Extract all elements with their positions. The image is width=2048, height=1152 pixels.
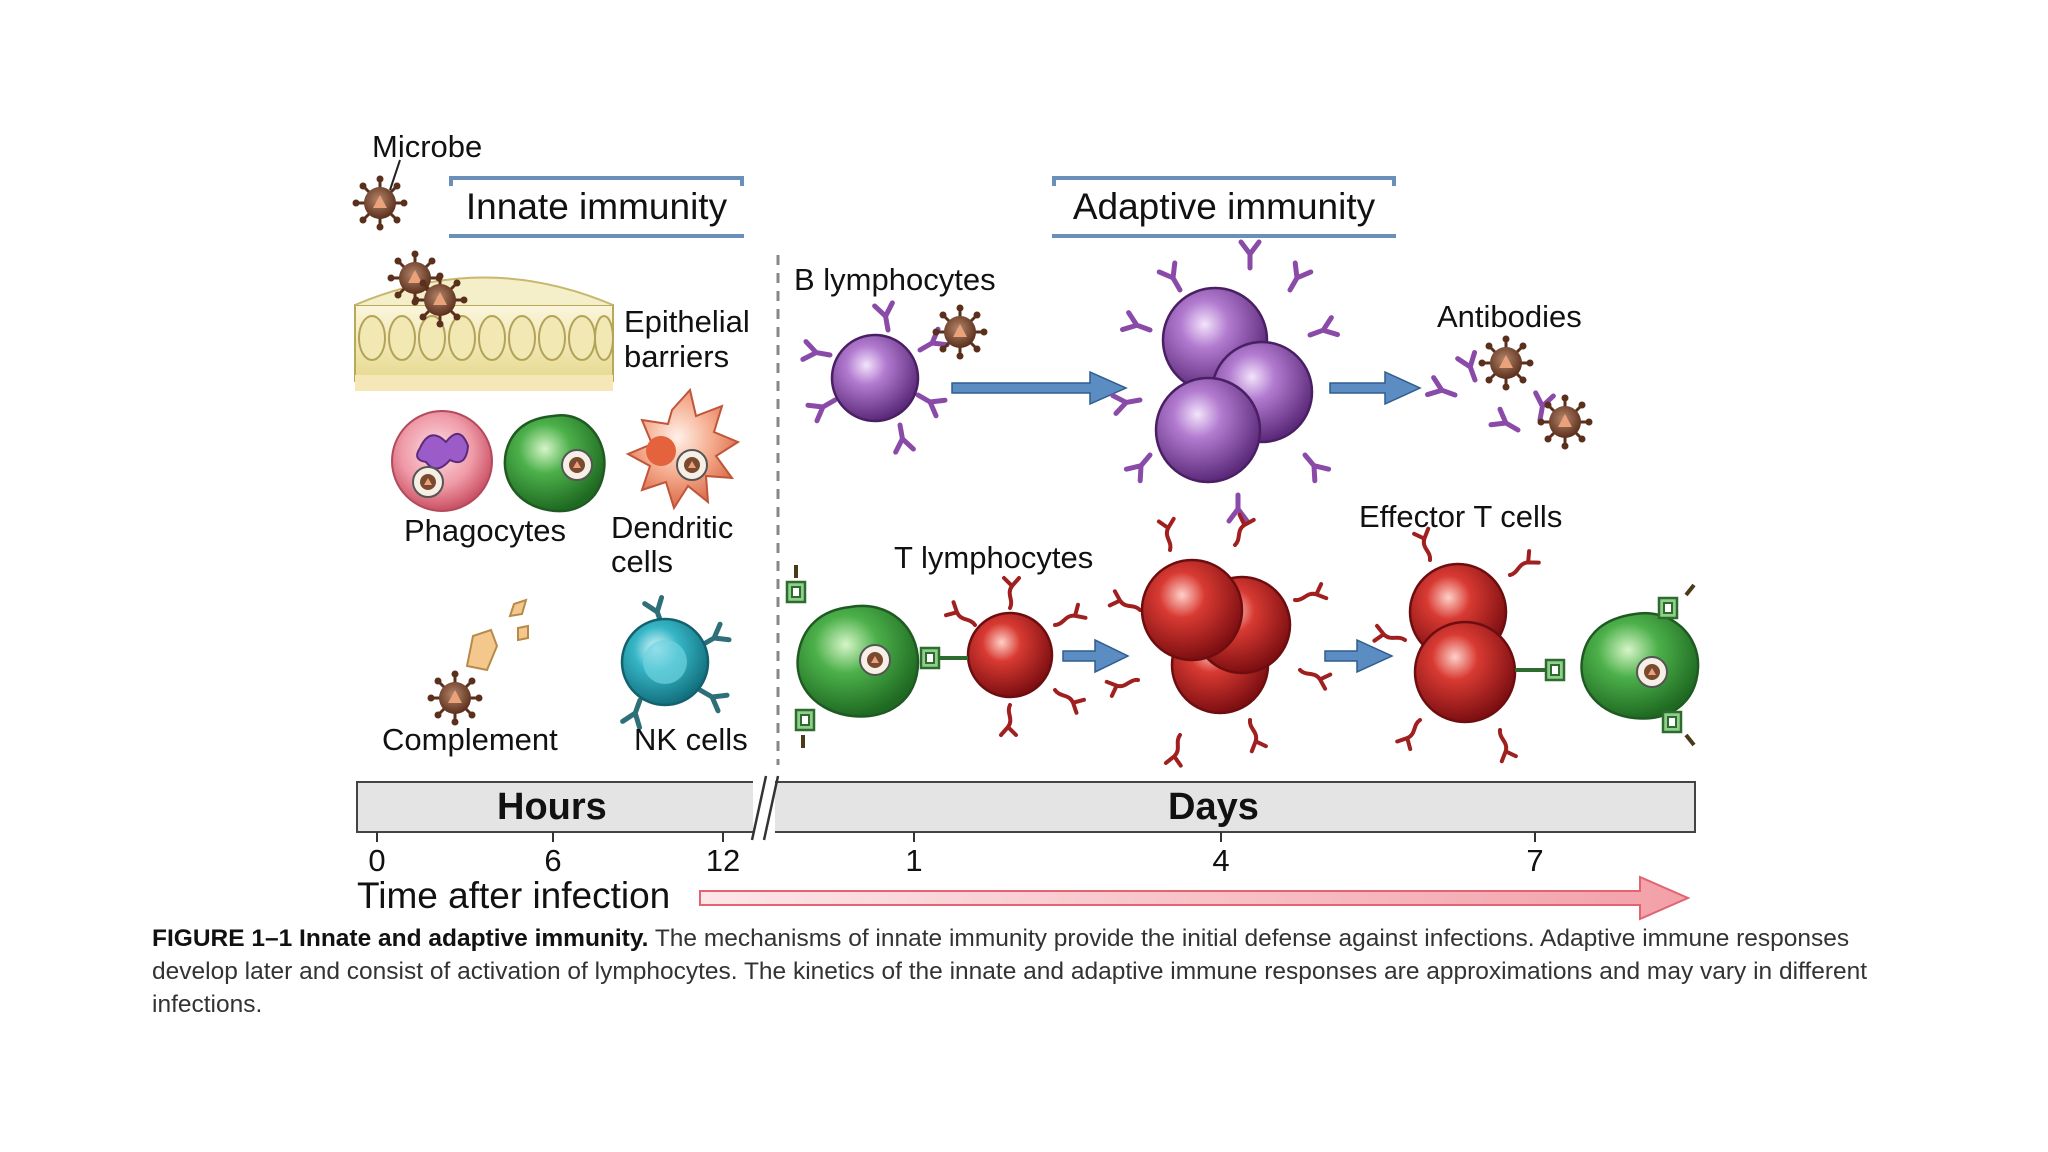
t-lymphocytes-label: T lymphocytes <box>894 540 1094 575</box>
epithelial-barrier-illustration <box>354 249 614 391</box>
hours-label: Hours <box>497 786 607 828</box>
adaptive-immunity-header: Adaptive immunity <box>1052 176 1396 238</box>
effector-t-cells-label: Effector T cells <box>1359 499 1563 534</box>
complement-illustration <box>426 598 529 727</box>
dendritic-cells-label-line1: Dendritic <box>611 510 734 545</box>
neutrophil-illustration <box>391 410 493 512</box>
b-cell-clonal-expansion <box>1113 242 1338 521</box>
time-after-infection-label: Time after infection <box>357 875 671 916</box>
t-cell-arrow <box>1062 638 1130 674</box>
b-lymphocytes-label: B lymphocytes <box>794 262 996 297</box>
phagocytes-label: Phagocytes <box>404 513 566 548</box>
antigen-presenting-cell-right <box>1580 583 1700 747</box>
tick-label: 6 <box>544 843 562 878</box>
tick-label: 1 <box>905 843 923 878</box>
innate-immunity-title: Innate immunity <box>465 186 728 227</box>
figure-caption-text: The mechanisms of innate immunity provid… <box>152 925 1868 1018</box>
complement-label: Complement <box>382 722 558 757</box>
timeline-bar <box>356 775 1696 841</box>
b-cell-arrow <box>951 370 1128 406</box>
figure-caption: FIGURE 1–1 Innate and adaptive immunity.… <box>152 922 1897 1021</box>
days-label: Days <box>1168 786 1259 828</box>
time-axis-ticks <box>376 832 1536 842</box>
effector-arrow <box>1324 638 1394 674</box>
time-arrow <box>699 875 1691 921</box>
tick-label: 0 <box>368 843 386 878</box>
antigen-presenting-cell-left <box>785 565 941 748</box>
figure-caption-title: FIGURE 1–1 Innate and adaptive immunity. <box>152 925 649 952</box>
antibodies-illustration <box>1427 334 1594 451</box>
b-lymphocyte-illustration <box>803 303 989 452</box>
innate-immunity-header: Innate immunity <box>449 176 744 238</box>
t-lymphocyte-illustration <box>940 576 1088 737</box>
effector-t-cells-illustration <box>1372 526 1566 764</box>
tick-label: 7 <box>1526 843 1544 878</box>
nk-cell-illustration <box>622 597 729 727</box>
dendritic-cells-label-line2: cells <box>611 544 674 579</box>
antibodies-label: Antibodies <box>1437 299 1582 334</box>
t-cell-clonal-expansion <box>1104 512 1333 768</box>
microbe-label: Microbe <box>372 129 483 164</box>
macrophage-illustration <box>503 413 606 513</box>
adaptive-immunity-title: Adaptive immunity <box>1072 186 1376 227</box>
microbe-icon <box>351 159 409 232</box>
epithelial-barriers-label-line1: Epithelial <box>624 304 750 339</box>
dendritic-cell-illustration <box>625 387 741 511</box>
nk-cells-label: NK cells <box>634 722 748 757</box>
plasma-arrow <box>1329 370 1422 406</box>
epithelial-barriers-label-line2: barriers <box>624 339 730 374</box>
tick-label: 12 <box>705 843 741 878</box>
tick-label: 4 <box>1212 843 1230 878</box>
